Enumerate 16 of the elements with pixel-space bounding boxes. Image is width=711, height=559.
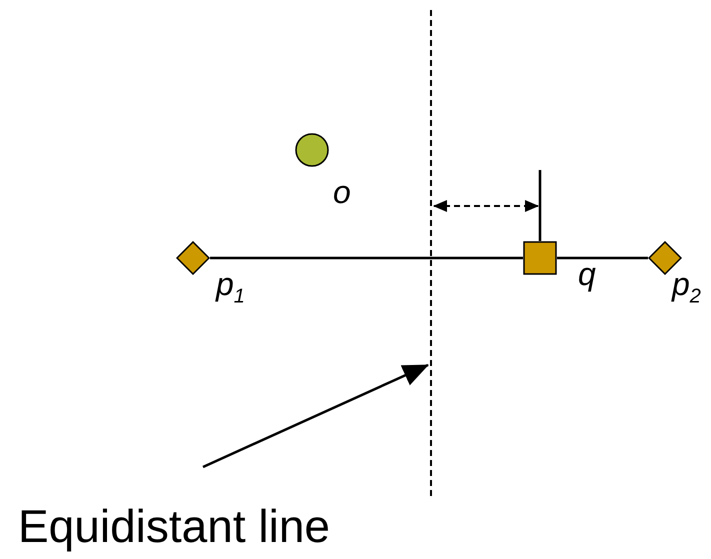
leader-line xyxy=(202,364,429,468)
connector-line xyxy=(557,256,648,260)
point-label: p$_{1}$ xyxy=(216,268,245,306)
connector-line xyxy=(210,256,523,260)
diamond-marker xyxy=(648,241,682,275)
point-label: o xyxy=(333,176,351,208)
connector-line xyxy=(538,214,542,241)
circle-marker xyxy=(295,133,329,167)
point-label: p$_{2}$ xyxy=(672,268,701,306)
tick-line xyxy=(538,170,542,214)
diamond-marker xyxy=(176,241,210,275)
distance-arrow xyxy=(433,200,539,212)
equidistant-line xyxy=(428,10,434,498)
square-marker xyxy=(523,241,557,275)
caption-text: Equidistant line xyxy=(18,495,488,557)
point-label: q xyxy=(578,258,596,290)
